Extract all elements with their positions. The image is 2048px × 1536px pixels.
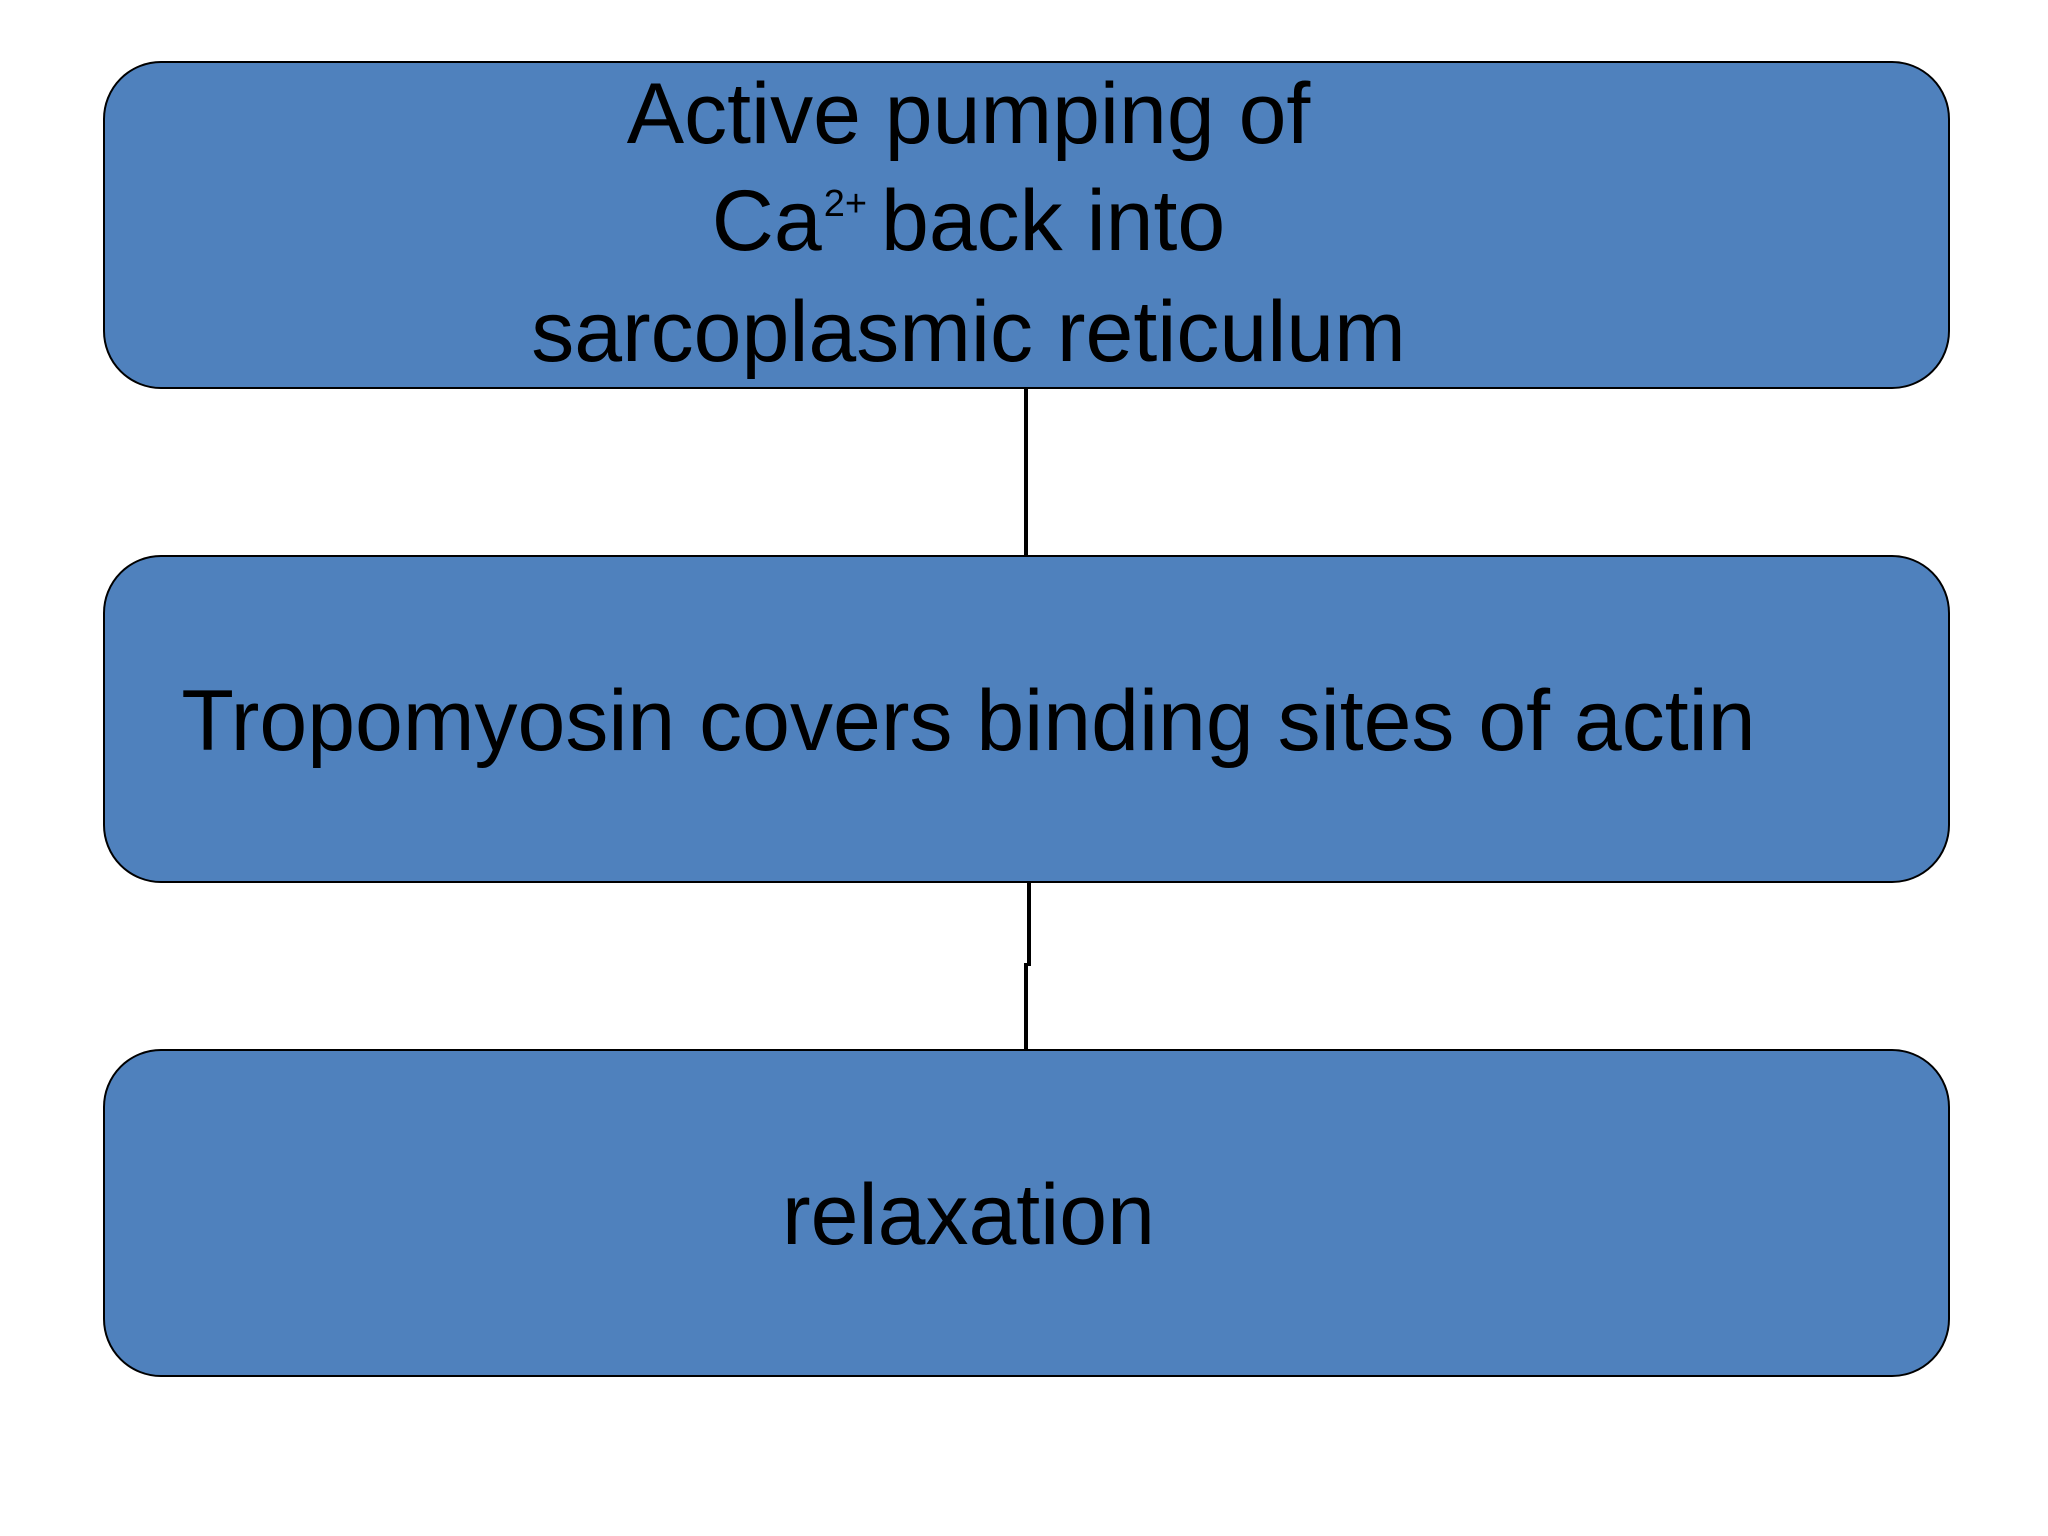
calcium-symbol: Ca [711,173,822,269]
connector-line-1-to-2 [1024,389,1028,555]
step-box-relaxation: relaxation [103,1049,1950,1377]
step-box-calcium-pumping: Active pumping of Ca2+ back into sarcopla… [103,61,1950,389]
step-box-tropomyosin: Tropomyosin covers binding sites of acti… [103,555,1950,883]
connector-line-2-to-3-upper [1027,883,1031,966]
step-1-line-3: sarcoplasmic reticulum [531,284,1406,380]
step-1-line-2: Ca2+back into [47,178,1890,264]
step-2-text: Tropomyosin covers binding sites of acti… [181,673,1756,769]
connector-line-2-to-3-lower [1024,963,1028,1049]
step-1-line-1: Active pumping of [626,66,1311,162]
step-3-text: relaxation [782,1167,1155,1263]
step-1-line-2-rest: back into [881,173,1226,269]
calcium-charge-superscript: 2+ [823,183,868,225]
